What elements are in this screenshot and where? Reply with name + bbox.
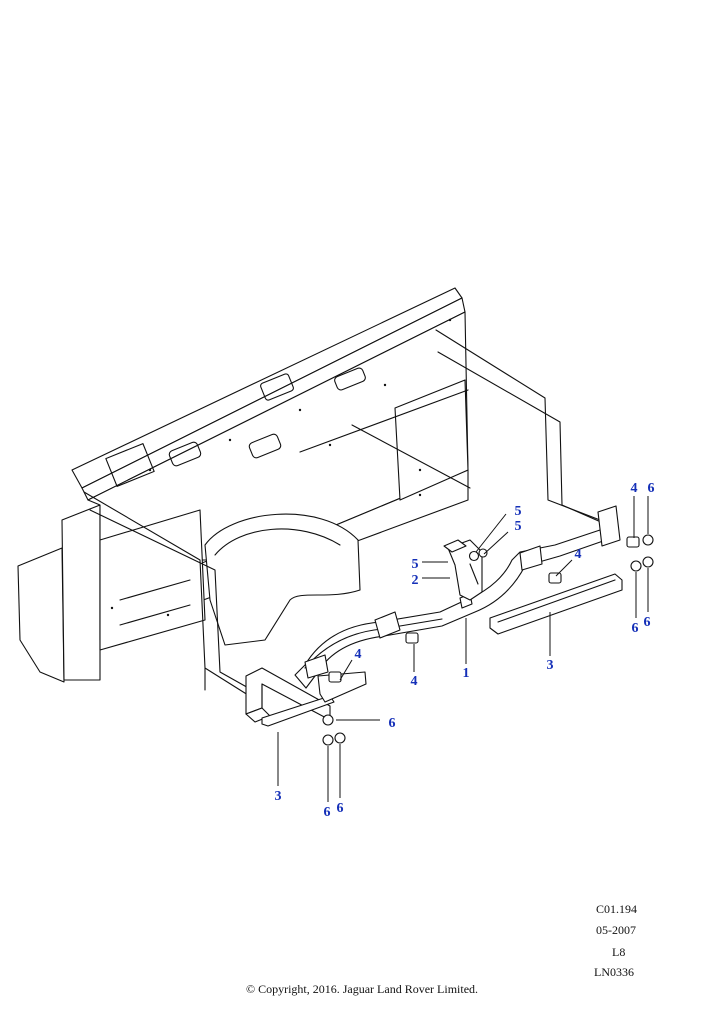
centre-bracket: [443, 539, 488, 601]
nuts: [322, 534, 654, 746]
callouts: 1 2 3 3 4 4 4 4 5 5 5 6 6 6 6 6 6 6: [275, 481, 655, 820]
callout-6: 6: [337, 801, 344, 816]
callout-6: 6: [324, 805, 331, 820]
callout-4: 4: [631, 481, 638, 496]
leader-lines: [277, 496, 649, 802]
callout-4: 4: [575, 547, 582, 562]
callout-3: 3: [547, 658, 554, 673]
copyright-notice: © Copyright, 2016. Jaguar Land Rover Lim…: [245, 982, 479, 996]
callout-6: 6: [644, 615, 651, 630]
callout-2: 2: [412, 573, 419, 588]
reference-date: 05-2007: [596, 923, 636, 937]
reference-drawing: LN0336: [594, 965, 634, 979]
callout-3: 3: [275, 789, 282, 804]
callout-6: 6: [648, 481, 655, 496]
guide-rails: [83, 329, 611, 696]
cross-member: [245, 505, 621, 723]
rubber-mounts: [328, 536, 640, 683]
callout-6: 6: [632, 621, 639, 636]
body-shell: [17, 287, 469, 683]
callout-4: 4: [411, 674, 418, 689]
callout-1: 1: [463, 666, 470, 681]
reference-code: C01.194: [596, 902, 638, 916]
callout-5: 5: [515, 519, 522, 534]
callout-5: 5: [412, 557, 419, 572]
callout-5: 5: [515, 504, 522, 519]
reference-model: L8: [612, 945, 626, 959]
callout-4: 4: [355, 647, 362, 662]
callout-6: 6: [389, 716, 396, 731]
